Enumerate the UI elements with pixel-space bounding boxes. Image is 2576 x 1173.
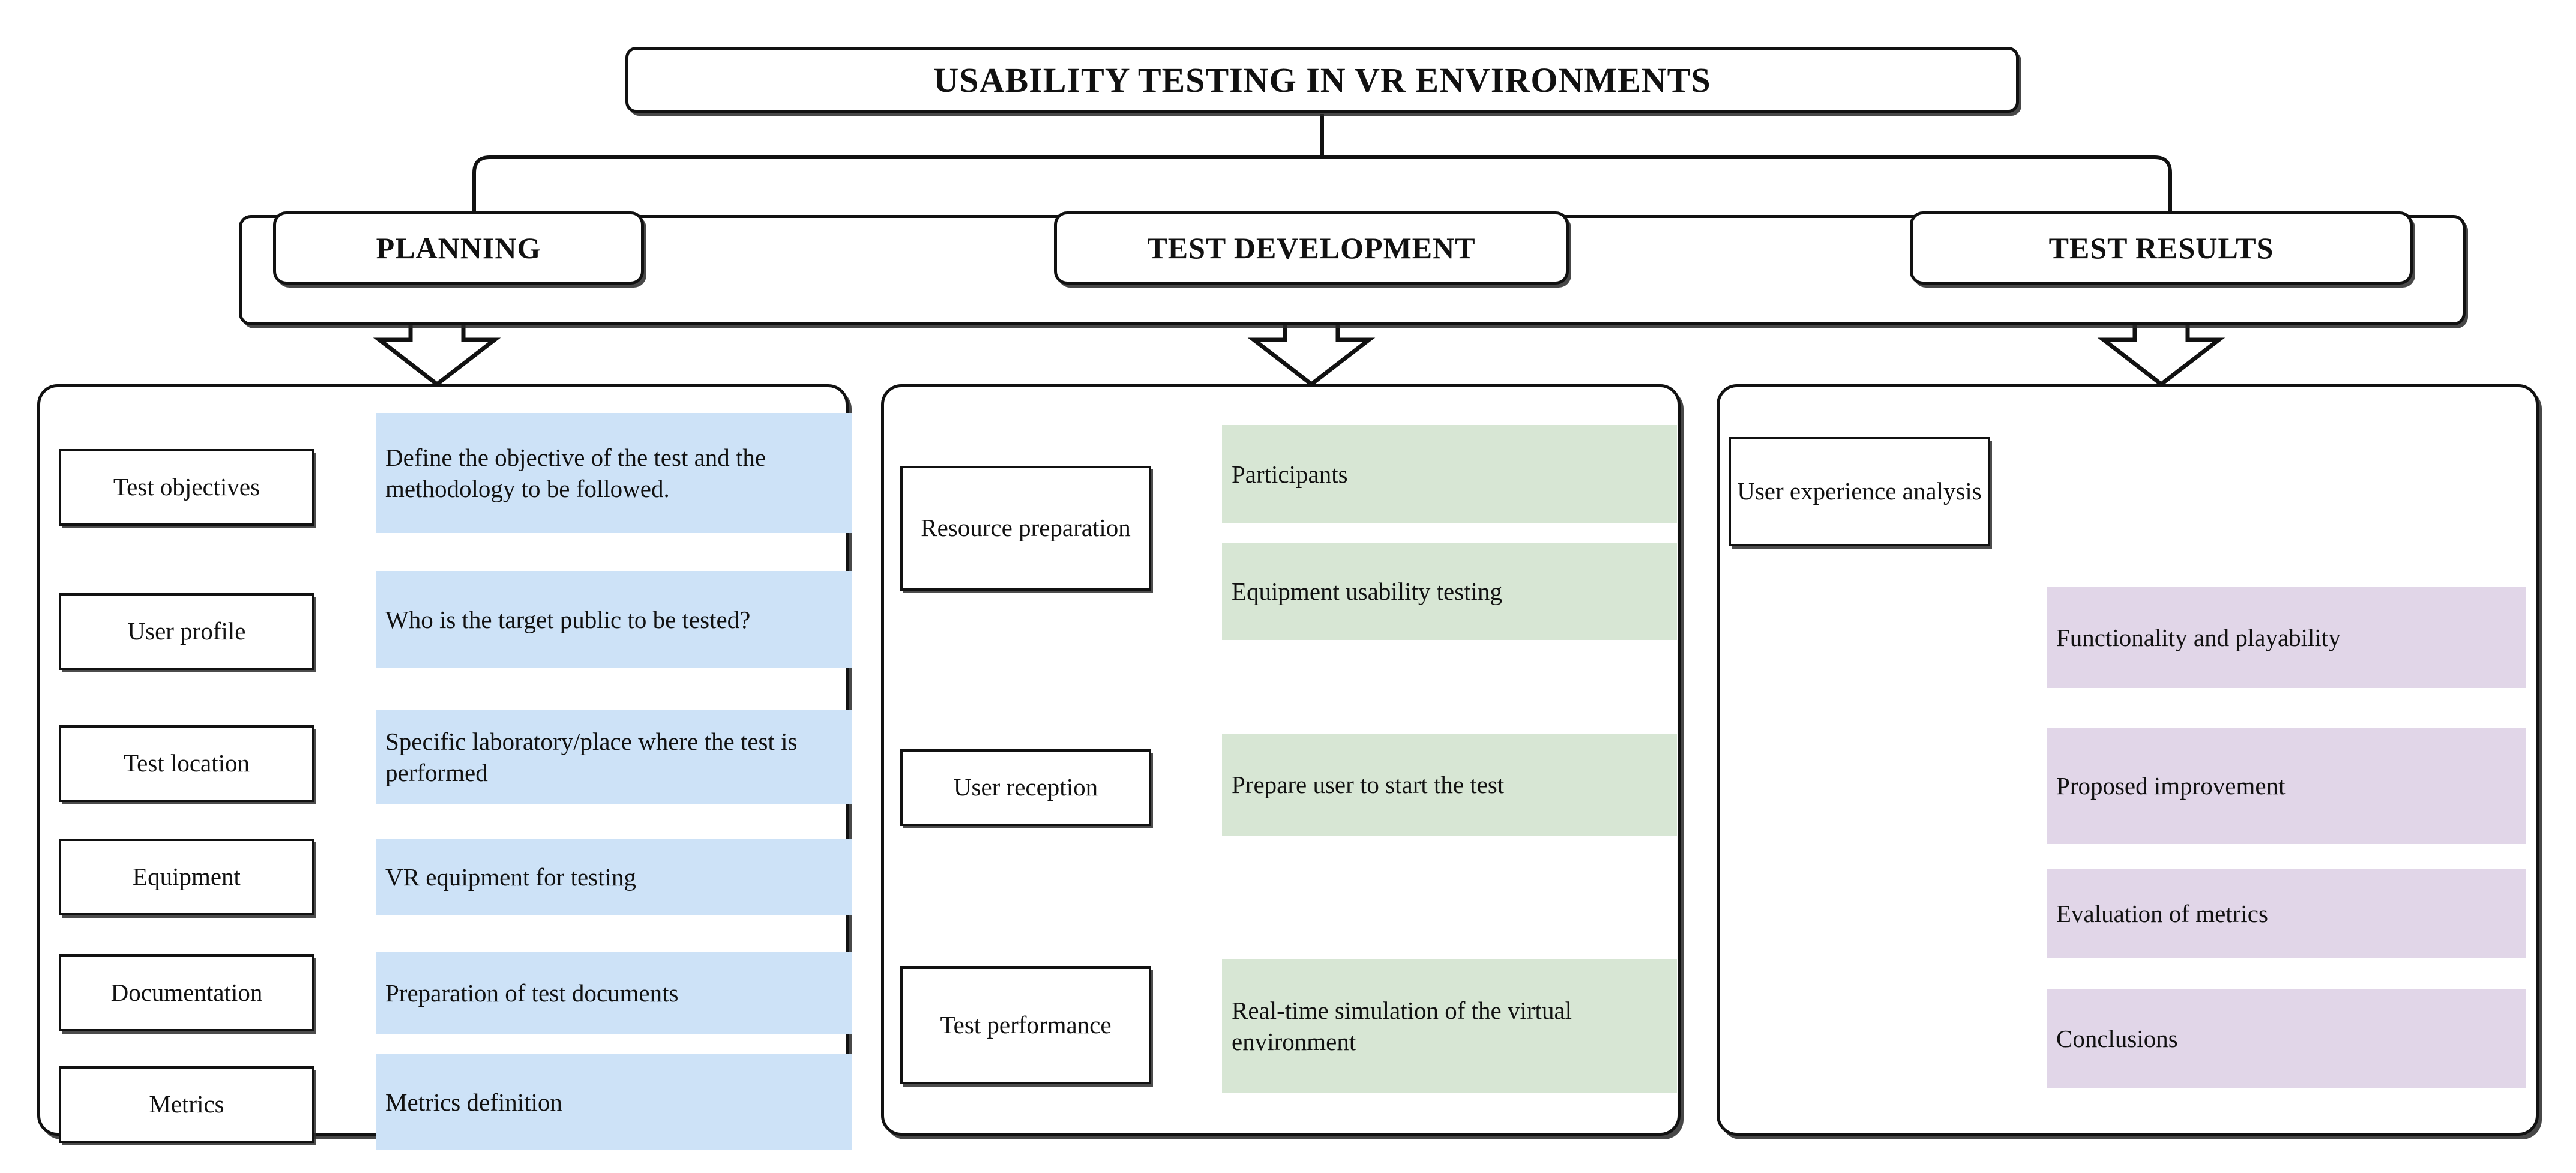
phase-header-test-results[interactable]: TEST RESULTS: [1910, 211, 2413, 285]
planning-label-documentation[interactable]: Documentation: [59, 954, 314, 1031]
phase-header-planning[interactable]: PLANNING: [273, 211, 644, 285]
page-title: USABILITY TESTING IN VR ENVIRONMENTS: [625, 47, 2019, 113]
planning-label-user-profile[interactable]: User profile: [59, 593, 314, 670]
planning-desc-test-location: Specific laboratory/place where the test…: [376, 710, 852, 804]
phase-header-test-development[interactable]: TEST DEVELOPMENT: [1054, 211, 1569, 285]
testdev-desc-real-time-simulation: Real-time simulation of the virtual envi…: [1222, 959, 1677, 1093]
planning-desc-metrics: Metrics definition: [376, 1054, 852, 1150]
planning-label-test-location[interactable]: Test location: [59, 725, 314, 802]
testdev-label-resource-preparation[interactable]: Resource preparation: [900, 466, 1151, 591]
testresults-label-user-experience-analysis[interactable]: User experience analysis: [1729, 437, 1990, 546]
testresults-desc-functionality-and-playability: Functionality and playability: [2047, 587, 2526, 688]
planning-desc-test-objectives: Define the objective of the test and the…: [376, 413, 852, 533]
planning-desc-equipment: VR equipment for testing: [376, 839, 852, 915]
testresults-desc-evaluation-of-metrics: Evaluation of metrics: [2047, 869, 2526, 958]
testdev-desc-participants: Participants: [1222, 425, 1677, 523]
testdev-label-user-reception[interactable]: User reception: [900, 749, 1151, 826]
planning-desc-documentation: Preparation of test documents: [376, 952, 852, 1034]
planning-desc-user-profile: Who is the target public to be tested?: [376, 571, 852, 668]
planning-label-metrics[interactable]: Metrics: [59, 1066, 314, 1143]
planning-label-test-objectives[interactable]: Test objectives: [59, 449, 314, 526]
testresults-desc-conclusions: Conclusions: [2047, 989, 2526, 1088]
planning-label-equipment[interactable]: Equipment: [59, 839, 314, 915]
testdev-desc-prepare-user: Prepare user to start the test: [1222, 734, 1677, 836]
testdev-desc-equipment-usability-testing: Equipment usability testing: [1222, 543, 1677, 640]
testdev-label-test-performance[interactable]: Test performance: [900, 966, 1151, 1084]
testresults-desc-proposed-improvement: Proposed improvement: [2047, 728, 2526, 844]
